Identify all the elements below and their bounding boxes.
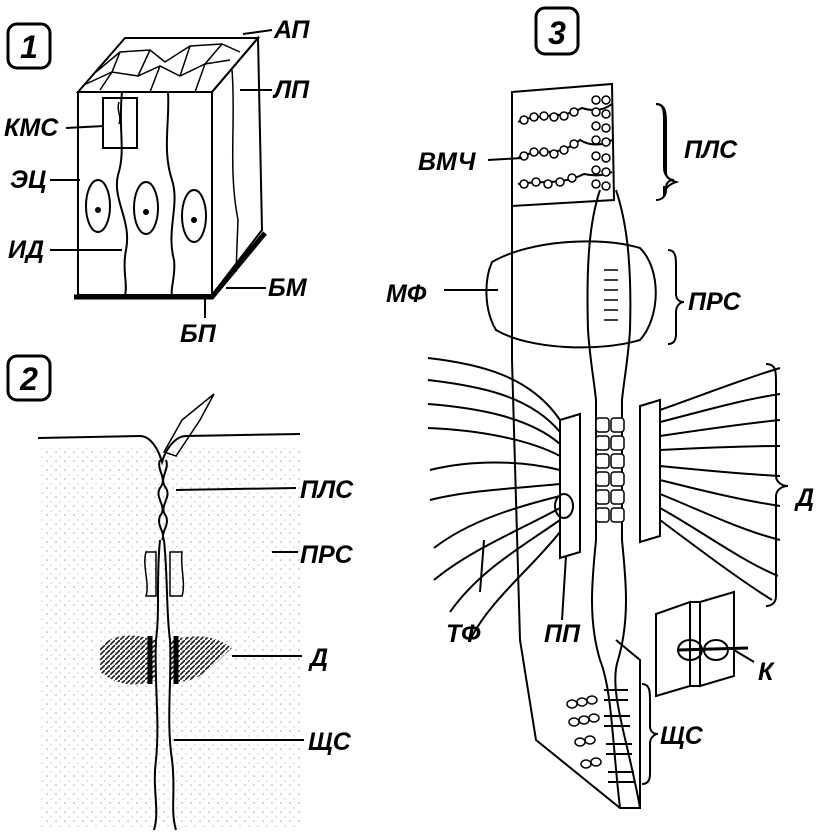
label-pls-3: ПЛС [684,136,738,164]
bracket-d [765,363,789,607]
bracket-shs [641,683,659,785]
label-vmch: ВМЧ [418,148,477,176]
label-lp: ЛП [272,76,310,104]
label-bm: БМ [268,274,308,302]
label-ap: АП [273,16,310,44]
panel-1-number: 1 [20,29,38,65]
membrane-sheet-top [511,82,616,208]
bracket-prs [667,249,685,345]
desmosome-plaque-right [639,398,661,544]
label-kms: КМС [4,114,59,142]
junction-complex-box [102,97,138,149]
em-section [37,393,301,831]
panel-1: 1 [4,16,310,348]
label-pp: ПП [544,620,581,648]
label-tf: ТФ [446,620,481,648]
label-k: К [758,658,775,686]
label-bp: БП [180,320,217,348]
tight-junction-strands [517,95,613,191]
gap-junction-bands [604,689,634,783]
epithelium-block [74,35,267,300]
label-pls-2: ПЛС [300,476,354,504]
label-id: ИД [8,236,44,264]
label-shs-2: ЩС [308,728,352,756]
label-d-3: Д [794,484,814,512]
label-prs-2: ПРС [300,541,354,569]
label-mf: МФ [386,280,427,308]
label-d-2: Д [308,644,328,672]
label-ec: ЭЦ [10,166,46,194]
panel-2-number: 2 [19,361,38,397]
panel-3: 3 [386,6,814,809]
label-shs-3: ЩС [660,722,704,750]
tonofilaments-right [659,367,781,601]
desmosome-plaque-left [559,412,581,560]
desmoglea-grid [595,417,625,523]
panel-2: 2 ПЛС ПРС Д Щ [6,354,354,831]
label-prs-3: ПРС [688,288,742,316]
panel-2-number-badge: 2 [6,354,52,402]
panel-1-number-badge: 1 [6,22,52,70]
microfilament-bundle [485,240,657,349]
membrane-left [586,189,621,809]
connexon-inset [655,590,749,698]
membrane-sheet-body [511,206,641,809]
membrane-right [614,189,641,809]
panel-3-number-badge: 3 [534,6,580,56]
tonofilaments-left [427,357,561,641]
panel-3-number: 3 [548,15,566,51]
connexon-beads [566,695,602,769]
